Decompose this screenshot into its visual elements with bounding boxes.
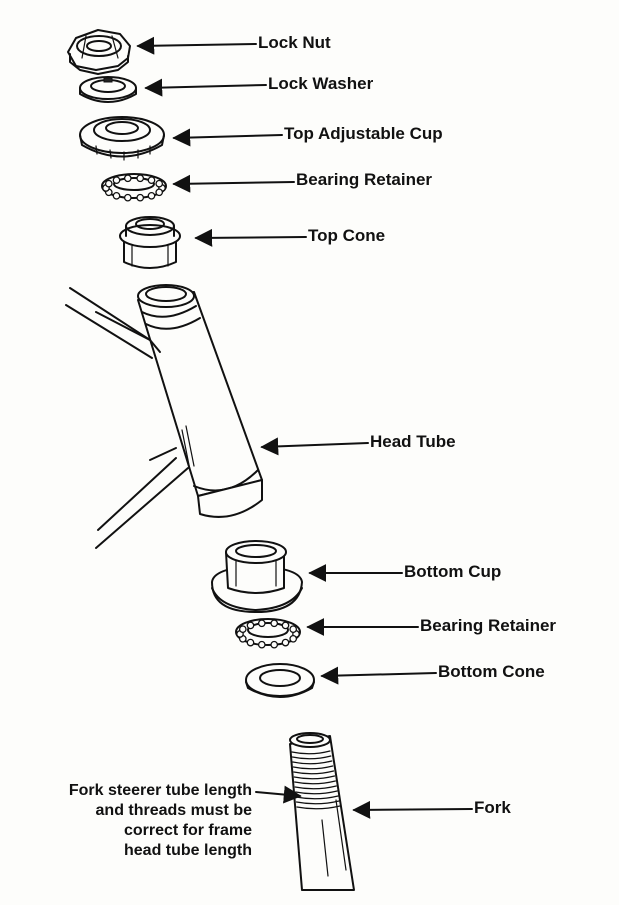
label-bearing-retainer-bottom: Bearing Retainer <box>420 616 557 635</box>
bearing-ball <box>147 176 156 185</box>
bearing-ball <box>136 174 145 183</box>
label-fork: Fork <box>474 798 511 817</box>
bearing-retainer-bottom-part <box>235 618 301 649</box>
steerer-thread <box>296 805 341 810</box>
bearing-ball <box>289 625 298 634</box>
fork-arrow <box>352 800 473 819</box>
bearing-retainer-top-part <box>101 173 167 202</box>
bearing-retainer-top-arrow <box>172 174 295 193</box>
bottom-cone-part <box>245 663 315 698</box>
bearing-ball <box>147 191 156 200</box>
bearing-ball <box>155 179 164 188</box>
note-line-4: head tube length <box>124 842 252 859</box>
bearing-ball <box>155 188 164 197</box>
label-bottom-cone: Bottom Cone <box>438 662 545 681</box>
label-top-cone: Top Cone <box>308 226 386 245</box>
note-line-2: and threads must be <box>95 802 252 819</box>
bottom-cup-part <box>211 540 303 613</box>
steerer-tube-note: Fork steerer tube length and threads mus… <box>2 781 252 861</box>
bearing-ball <box>281 638 290 647</box>
head-tube-arrow <box>260 437 369 456</box>
note-line-1: Fork steerer tube length <box>68 782 252 799</box>
fork-part <box>289 732 355 891</box>
bearing-ball <box>104 179 113 188</box>
label-head-tube: Head Tube <box>370 432 456 451</box>
label-lock-nut: Lock Nut <box>258 33 331 52</box>
top-adjustable-cup-arrow <box>172 128 283 147</box>
steerer-thread <box>291 755 332 760</box>
steerer-thread <box>292 765 334 770</box>
label-top-adjustable-cup: Top Adjustable Cup <box>284 124 443 143</box>
bearing-ball <box>281 621 290 630</box>
lock-nut-arrow <box>136 36 257 55</box>
bearing-ball <box>257 640 266 649</box>
label-bottom-cup: Bottom Cup <box>404 562 502 581</box>
label-bearing-retainer-top: Bearing Retainer <box>296 170 433 189</box>
bottom-cone-arrow <box>320 666 437 685</box>
steerer-thread <box>294 780 336 785</box>
bearing-ball <box>136 193 145 202</box>
bearing-ball <box>270 640 279 649</box>
steerer-thread <box>293 770 335 775</box>
steerer-thread <box>291 750 331 755</box>
lock-washer-part <box>79 76 137 103</box>
bearing-ball <box>257 619 266 628</box>
bearing-ball <box>238 625 247 634</box>
leader-arrows <box>136 36 473 819</box>
lock-nut-part <box>67 29 131 75</box>
bearing-ball <box>270 619 279 628</box>
bearing-ball <box>112 176 121 185</box>
note-line-3: correct for frame <box>123 822 252 839</box>
steerer-thread <box>293 775 336 780</box>
bearing-ball <box>246 638 255 647</box>
top-cone-part <box>119 216 181 269</box>
lock-washer-arrow <box>144 78 267 97</box>
steerer-thread <box>292 760 333 765</box>
bearing-ball <box>123 193 132 202</box>
label-lock-washer: Lock Washer <box>268 74 374 93</box>
bearing-ball <box>289 634 298 643</box>
bearing-ball <box>123 174 132 183</box>
bearing-ball <box>112 191 121 200</box>
bearing-ball <box>246 621 255 630</box>
head-tube-part <box>65 284 263 549</box>
steerer-note-arrow <box>255 785 302 804</box>
top-cone-arrow <box>194 228 307 247</box>
top-adjustable-cup-part <box>79 116 165 161</box>
